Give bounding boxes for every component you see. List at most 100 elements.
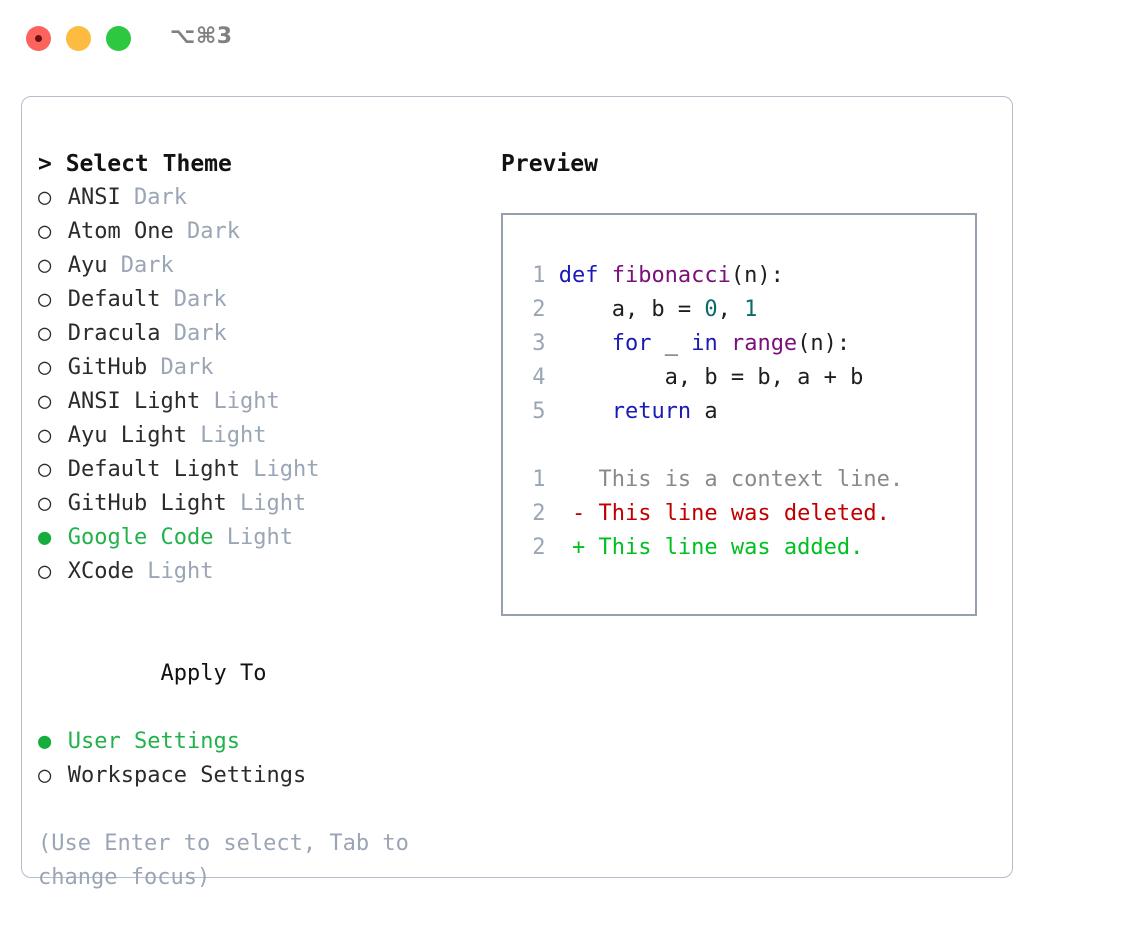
gutter-gap bbox=[545, 259, 558, 293]
option-label: Dracula bbox=[54, 321, 161, 346]
option-tag: Dark bbox=[160, 287, 227, 312]
theme-option-list[interactable]: ○ ANSI Dark○ Atom One Dark○ Ayu Dark○ De… bbox=[38, 181, 478, 589]
option-tag: Dark bbox=[173, 219, 240, 244]
option-label: Atom One bbox=[54, 219, 174, 244]
theme-option-ayu-light[interactable]: ○ Ayu Light Light bbox=[38, 419, 478, 453]
code-token: (n): bbox=[797, 331, 851, 356]
line-number: 2 bbox=[532, 535, 546, 560]
option-label: ANSI Light bbox=[54, 389, 201, 414]
option-label: GitHub bbox=[54, 355, 148, 380]
code-token: (n): bbox=[730, 263, 784, 288]
radio-unselected-icon: ○ bbox=[38, 457, 52, 482]
line-number: 5 bbox=[532, 399, 546, 424]
line-number: 2 bbox=[532, 297, 546, 322]
option-tag: Dark bbox=[147, 355, 214, 380]
option-tag: Dark bbox=[120, 185, 188, 210]
radio-unselected-icon: ○ bbox=[38, 423, 52, 448]
radio-unselected-icon: ○ bbox=[38, 559, 52, 584]
theme-option-github-light[interactable]: ○ GitHub Light Light bbox=[38, 487, 478, 521]
code-token: for bbox=[611, 331, 652, 356]
apply-option-user-settings[interactable]: ● User Settings bbox=[38, 725, 478, 759]
gutter-gap bbox=[545, 293, 558, 327]
section-spacer bbox=[38, 589, 478, 623]
theme-option-default-light[interactable]: ○ Default Light Light bbox=[38, 453, 478, 487]
code-token: a, b = b, a + b bbox=[558, 365, 864, 390]
radio-unselected-icon: ○ bbox=[38, 321, 52, 346]
preview-column: Preview 1 def fibonacci(n):2 a, b = 0, 1… bbox=[501, 147, 1001, 616]
keyboard-hint: (Use Enter to select, Tab to change focu… bbox=[38, 831, 423, 890]
line-number: 1 bbox=[532, 263, 546, 288]
code-token bbox=[559, 331, 612, 356]
line-number: 2 bbox=[532, 501, 546, 526]
code-token bbox=[718, 331, 731, 356]
theme-option-dracula[interactable]: ○ Dracula Dark bbox=[38, 317, 478, 351]
apply-to-header-label: Apply To bbox=[160, 661, 267, 686]
theme-option-atom-one[interactable]: ○ Atom One Dark bbox=[38, 215, 478, 249]
gutter-gap bbox=[545, 395, 558, 429]
code-token: , bbox=[717, 297, 745, 322]
gutter-gap bbox=[545, 361, 558, 395]
option-label: Google Code bbox=[54, 525, 214, 550]
theme-option-google-code[interactable]: ● Google Code Light bbox=[38, 521, 478, 555]
code-token: range bbox=[730, 331, 798, 356]
code-line: 3 for _ in range(n): bbox=[519, 327, 969, 361]
window-title: ⌥⌘3 bbox=[170, 24, 233, 49]
close-button[interactable] bbox=[26, 26, 51, 51]
apply-to-option-list[interactable]: ● User Settings○ Workspace Settings bbox=[38, 725, 478, 793]
blank-line bbox=[519, 429, 969, 463]
option-label: Default Light bbox=[54, 457, 240, 482]
option-tag: Dark bbox=[160, 321, 227, 346]
option-label: GitHub Light bbox=[54, 491, 227, 516]
radio-unselected-icon: ○ bbox=[38, 185, 52, 210]
option-label: Ayu Light bbox=[54, 423, 187, 448]
option-label: Ayu bbox=[54, 253, 108, 278]
line-number: 4 bbox=[532, 365, 546, 390]
code-token: 1 bbox=[744, 297, 758, 322]
preview-title: Preview bbox=[501, 151, 598, 177]
radio-unselected-icon: ○ bbox=[38, 219, 52, 244]
line-number: 1 bbox=[532, 467, 546, 492]
radio-unselected-icon: ○ bbox=[38, 491, 52, 516]
option-tag: Dark bbox=[107, 253, 174, 278]
code-token: 0 bbox=[704, 297, 718, 322]
diff-text: + This line was added. bbox=[545, 535, 864, 560]
code-token: _ bbox=[651, 331, 692, 356]
option-label: ANSI bbox=[54, 185, 121, 210]
apply-option-workspace-settings[interactable]: ○ Workspace Settings bbox=[38, 759, 478, 793]
radio-unselected-icon: ○ bbox=[38, 389, 52, 414]
theme-option-default[interactable]: ○ Default Dark bbox=[38, 283, 478, 317]
radio-unselected-icon: ○ bbox=[38, 763, 52, 788]
minimize-button[interactable] bbox=[66, 26, 91, 51]
line-number: 3 bbox=[532, 331, 546, 356]
radio-unselected-icon: ○ bbox=[38, 253, 52, 278]
theme-option-xcode[interactable]: ○ XCode Light bbox=[38, 555, 478, 589]
radio-selected-icon: ● bbox=[38, 525, 52, 550]
option-tag: Light bbox=[239, 457, 320, 482]
main-panel: > Select Theme ○ ANSI Dark○ Atom One Dar… bbox=[21, 96, 1013, 890]
theme-option-github[interactable]: ○ GitHub Dark bbox=[38, 351, 478, 385]
code-line: 1 def fibonacci(n): bbox=[519, 259, 969, 293]
code-line: 4 a, b = b, a + b bbox=[519, 361, 969, 395]
option-label: Default bbox=[54, 287, 161, 312]
diff-text: This is a context line. bbox=[545, 467, 904, 492]
code-token: def bbox=[558, 263, 612, 288]
code-line: 2 a, b = 0, 1 bbox=[519, 293, 969, 327]
diff-line: 2 - This line was deleted. bbox=[519, 497, 969, 531]
code-token: fibonacci bbox=[611, 263, 731, 288]
maximize-button[interactable] bbox=[106, 26, 131, 51]
option-label: User Settings bbox=[54, 729, 240, 754]
option-label: Workspace Settings bbox=[54, 763, 307, 788]
diff-line: 1 This is a context line. bbox=[519, 463, 969, 497]
theme-option-ansi[interactable]: ○ ANSI Dark bbox=[38, 181, 478, 215]
theme-option-ansi-light[interactable]: ○ ANSI Light Light bbox=[38, 385, 478, 419]
title-bar: ⌥⌘3 bbox=[0, 0, 1140, 78]
option-tag: Light bbox=[187, 423, 267, 448]
theme-option-ayu[interactable]: ○ Ayu Dark bbox=[38, 249, 478, 283]
radio-selected-icon: ● bbox=[38, 729, 52, 754]
option-tag: Light bbox=[134, 559, 214, 584]
select-theme-header: > Select Theme bbox=[38, 151, 232, 177]
option-tag: Light bbox=[213, 525, 293, 550]
